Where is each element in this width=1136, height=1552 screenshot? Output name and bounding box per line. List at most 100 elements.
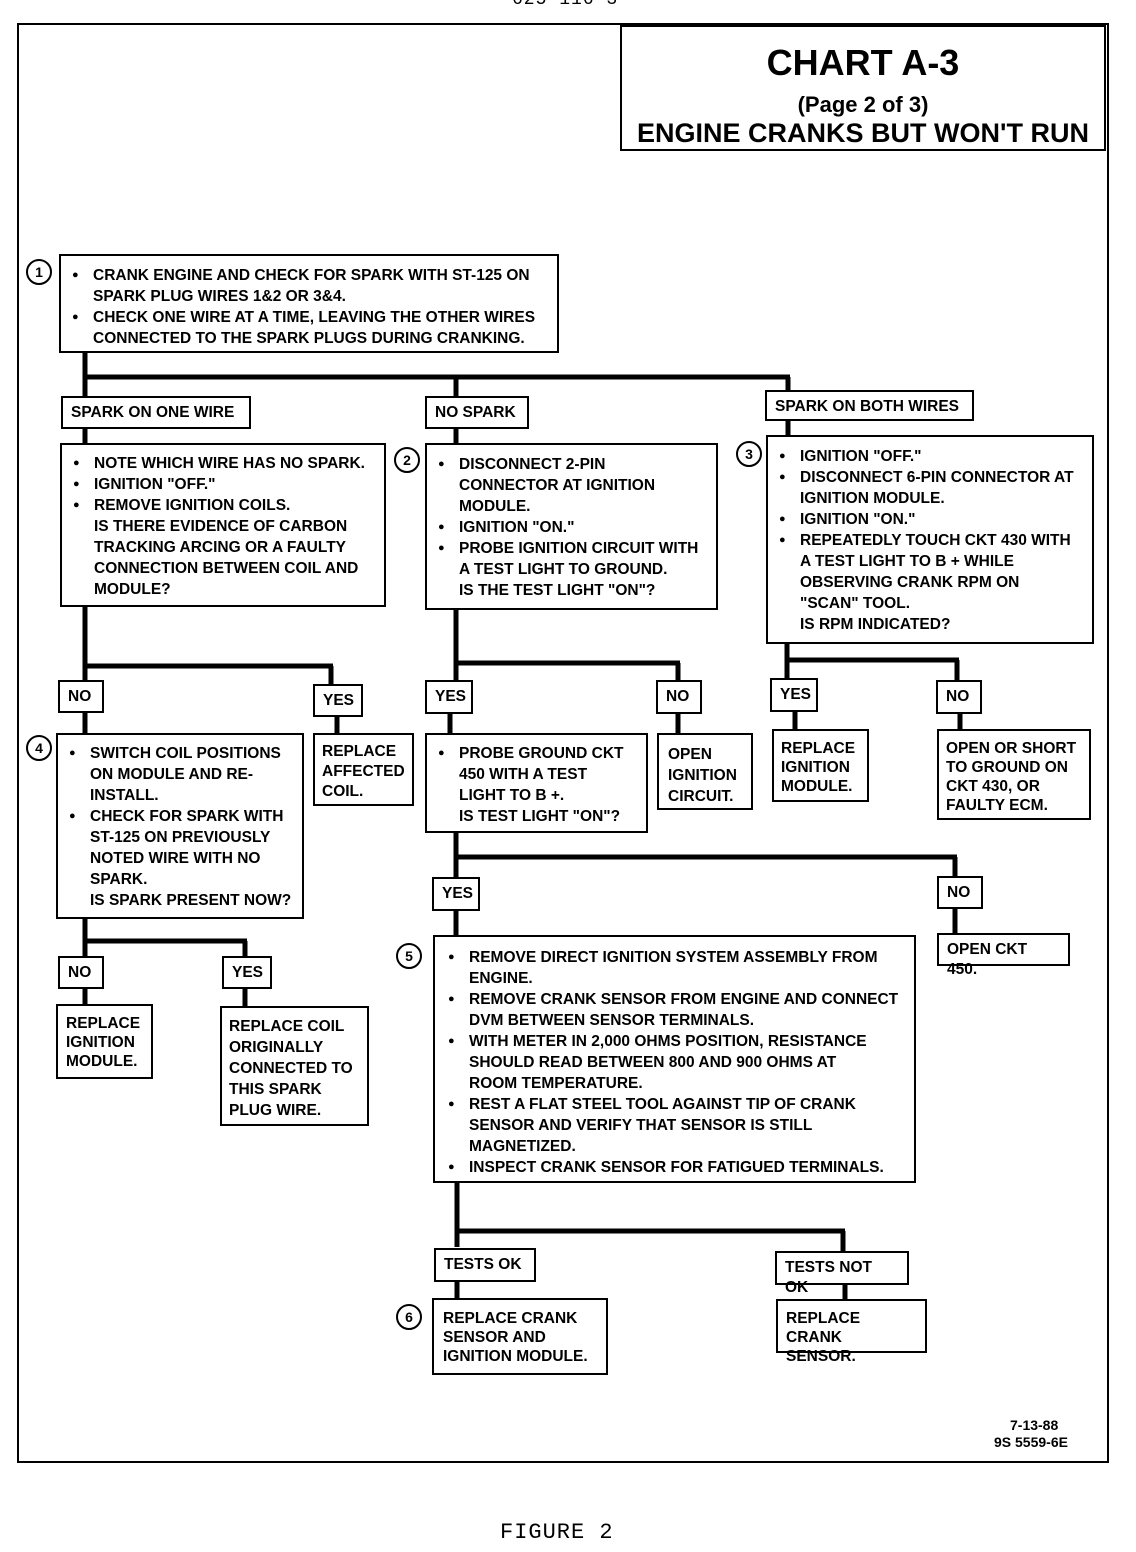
- step-1-line: CRANK ENGINE AND CHECK FOR SPARK WITH ST…: [65, 265, 553, 286]
- label-yes: YES: [222, 956, 272, 989]
- label-no: NO: [937, 876, 983, 909]
- step-3-line: REPEATEDLY TOUCH CKT 430 WITH: [772, 530, 1088, 551]
- step-5-line: ROOM TEMPERATURE.: [469, 1075, 643, 1092]
- step-1-line: CONNECTED TO THE SPARK PLUGS DURING CRAN…: [93, 330, 525, 347]
- label-yes: YES: [313, 684, 363, 717]
- result-line: REPLACE COIL: [229, 1018, 345, 1035]
- one-wire-line: TRACKING ARCING OR A FAULTY: [94, 539, 347, 556]
- step-4-line: NOTED WIRE WITH NO: [90, 850, 261, 867]
- step-3-line: "SCAN" TOOL.: [800, 595, 910, 612]
- step-1-line: SPARK PLUG WIRES 1&2 OR 3&4.: [93, 288, 346, 305]
- one-wire-box: NOTE WHICH WIRE HAS NO SPARK. IGNITION "…: [60, 443, 386, 607]
- step-3-line: IS RPM INDICATED?: [800, 616, 951, 633]
- step-4-line: ON MODULE AND RE-: [90, 766, 254, 783]
- result-line: CIRCUIT.: [668, 788, 734, 805]
- step-3-line: IGNITION "ON.": [772, 509, 1088, 530]
- replace-crank-sensor-box: REPLACE CRANK SENSOR.: [776, 1299, 927, 1365]
- result-line: IGNITION: [781, 759, 850, 776]
- result-line: REPLACE CRANK: [786, 1310, 861, 1346]
- result-line: TO GROUND ON: [946, 759, 1068, 776]
- result-line: REPLACE: [66, 1015, 141, 1032]
- step-4-line: ST-125 ON PREVIOUSLY: [90, 829, 271, 846]
- result-line: SENSOR.: [786, 1348, 856, 1365]
- step-5-line: WITH METER IN 2,000 OHMS POSITION, RESIS…: [441, 1031, 910, 1052]
- footer-date: 7-13-88: [1010, 1417, 1059, 1433]
- one-wire-line: REMOVE IGNITION COILS.: [66, 495, 380, 516]
- step-1-marker: 1: [26, 259, 52, 285]
- replace-coil-originally-box: REPLACE COIL ORIGINALLY CONNECTED TO THI…: [220, 1006, 369, 1126]
- step-2-box: DISCONNECT 2-PIN CONNECTOR AT IGNITION M…: [425, 443, 718, 610]
- label-tests-not-ok: TESTS NOT OK: [775, 1251, 909, 1296]
- step-5-line: MAGNETIZED.: [469, 1138, 576, 1155]
- step-3-line: OBSERVING CRANK RPM ON: [800, 574, 1020, 591]
- step-5-line: REMOVE CRANK SENSOR FROM ENGINE AND CONN…: [441, 989, 910, 1010]
- label-no: NO: [58, 956, 104, 989]
- step-5-line: SHOULD READ BETWEEN 800 AND 900 OHMS AT: [469, 1054, 837, 1071]
- replace-affected-coil-box: REPLACE AFFECTED COIL.: [313, 733, 414, 806]
- result-line: IGNITION: [66, 1034, 135, 1051]
- result-line: ORIGINALLY: [229, 1039, 324, 1056]
- result-line: REPLACE: [322, 743, 397, 760]
- step-5-line: DVM BETWEEN SENSOR TERMINALS.: [469, 1012, 755, 1029]
- step-6-line: IGNITION MODULE.: [443, 1348, 588, 1365]
- result-line: FAULTY ECM.: [946, 797, 1048, 814]
- chart-title: ENGINE CRANKS BUT WON'T RUN: [637, 118, 1089, 148]
- probe-ground-line: 450 WITH A TEST: [459, 766, 588, 783]
- result-line: THIS SPARK: [229, 1081, 322, 1098]
- step-2-line: A TEST LIGHT TO GROUND.: [459, 561, 668, 578]
- result-line: OPEN OR SHORT: [946, 740, 1077, 757]
- step-3-line: DISCONNECT 6-PIN CONNECTOR AT: [772, 467, 1088, 488]
- result-line: OPEN: [668, 746, 712, 763]
- step-5-line: REMOVE DIRECT IGNITION SYSTEM ASSEMBLY F…: [441, 947, 910, 968]
- step-4-line: SWITCH COIL POSITIONS: [62, 743, 298, 764]
- probe-ground-line: LIGHT TO B +.: [459, 787, 565, 804]
- step-2-line: CONNECTOR AT IGNITION: [459, 477, 656, 494]
- step-6-line: REPLACE CRANK: [443, 1310, 578, 1327]
- step-4-line: INSTALL.: [90, 787, 159, 804]
- label-tests-ok: TESTS OK: [434, 1248, 536, 1282]
- step-2-line: IGNITION "ON.": [431, 517, 712, 538]
- probe-ground-line: IS TEST LIGHT "ON"?: [459, 808, 621, 825]
- label-no: NO: [58, 680, 104, 713]
- document-reference: 625-116-3: [512, 0, 619, 10]
- step-5-box: REMOVE DIRECT IGNITION SYSTEM ASSEMBLY F…: [433, 935, 916, 1183]
- step-2-line: DISCONNECT 2-PIN: [431, 454, 712, 475]
- step-2-marker: 2: [394, 447, 420, 473]
- result-line: COIL.: [322, 783, 364, 800]
- result-line: CKT 430, OR: [946, 778, 1040, 795]
- step-4-marker: 4: [26, 735, 52, 761]
- label-yes: YES: [770, 678, 818, 712]
- label-yes: YES: [425, 680, 473, 714]
- label-spark-on-both-wires: SPARK ON BOTH WIRES: [765, 390, 974, 421]
- result-line: REPLACE: [781, 740, 856, 757]
- result-line: PLUG WIRE.: [229, 1102, 322, 1119]
- step-3-line: IGNITION MODULE.: [800, 490, 945, 507]
- label-yes: YES: [432, 877, 480, 911]
- open-ignition-circuit-box: OPEN IGNITION CIRCUIT.: [657, 733, 753, 810]
- label-no: NO: [936, 680, 982, 714]
- step-5-line: INSPECT CRANK SENSOR FOR FATIGUED TERMIN…: [441, 1157, 910, 1178]
- step-2-line: PROBE IGNITION CIRCUIT WITH: [431, 538, 712, 559]
- result-line: AFFECTED: [322, 763, 405, 780]
- label-no-spark: NO SPARK: [425, 396, 529, 429]
- probe-ground-line: PROBE GROUND CKT: [431, 743, 642, 764]
- step-2-line: MODULE.: [459, 498, 531, 515]
- step-5-marker: 5: [396, 943, 422, 969]
- label-spark-on-one-wire: SPARK ON ONE WIRE: [61, 396, 251, 429]
- step-3-marker: 3: [736, 441, 762, 467]
- step-4-line: SPARK.: [90, 871, 148, 888]
- step-1-box: CRANK ENGINE AND CHECK FOR SPARK WITH ST…: [59, 254, 559, 353]
- step-3-line: IGNITION "OFF.": [772, 446, 1088, 467]
- result-line: CONNECTED TO: [229, 1060, 353, 1077]
- probe-ground-box: PROBE GROUND CKT 450 WITH A TEST LIGHT T…: [425, 733, 648, 833]
- open-ckt-450-box: OPEN CKT 450.: [937, 933, 1070, 978]
- chart-page: (Page 2 of 3): [797, 92, 929, 117]
- one-wire-line: IGNITION "OFF.": [66, 474, 380, 495]
- one-wire-line: NOTE WHICH WIRE HAS NO SPARK.: [66, 453, 380, 474]
- result-line: IGNITION: [668, 767, 737, 784]
- replace-ignition-module-left-box: REPLACE IGNITION MODULE.: [56, 1004, 153, 1079]
- one-wire-line: MODULE?: [94, 581, 171, 598]
- result-line: MODULE.: [781, 778, 853, 795]
- step-1-line: CHECK ONE WIRE AT A TIME, LEAVING THE OT…: [65, 307, 553, 328]
- step-4-line: CHECK FOR SPARK WITH: [62, 806, 298, 827]
